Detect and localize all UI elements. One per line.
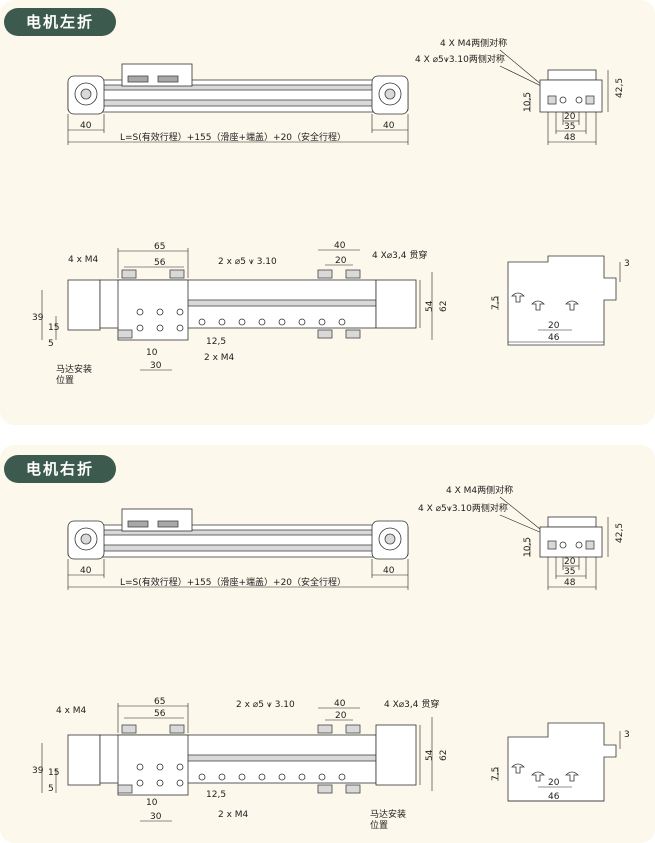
dim-20: 20 xyxy=(564,112,576,122)
dim-20: 20 xyxy=(564,557,576,567)
dim-48: 48 xyxy=(564,578,576,588)
label-through-holes: 4 X⌀3,4 贯穿 xyxy=(384,698,439,710)
section-motor-right: 电机右折 40 40 L=S(有效行程）+155（滑座+端盖）+20（安全行程） xyxy=(0,445,655,843)
dim-right: 40 xyxy=(383,566,395,576)
dim-46: 46 xyxy=(548,792,560,802)
dim-39: 39 xyxy=(32,766,44,776)
dim-40: 40 xyxy=(334,699,346,709)
profile-view: 3 7,5 20 46 xyxy=(491,255,630,346)
dim-5: 5 xyxy=(48,339,54,349)
dim-20-top: 20 xyxy=(335,256,347,266)
side-view: 4 X M4两侧对称 4 X ⌀5⩛3.10两侧对称 42,5 10,5 20 … xyxy=(418,484,625,590)
dim-7-5: 7,5 xyxy=(491,296,501,310)
motor-position-label: 马达安装位置 xyxy=(56,363,92,386)
dim-20-profile: 20 xyxy=(548,321,560,331)
dim-39: 39 xyxy=(32,313,44,323)
dim-40: 40 xyxy=(334,241,346,251)
profile-view: 3 7,5 20 46 xyxy=(491,722,630,802)
dim-56: 56 xyxy=(154,258,166,268)
dim-5: 5 xyxy=(48,784,54,794)
section-title: 电机左折 xyxy=(4,8,116,36)
label-2x5: 2 x ⌀5 ⩛ 3.10 xyxy=(236,700,295,710)
dim-left: 40 xyxy=(80,121,92,131)
dim-10-5: 10,5 xyxy=(523,537,533,557)
dim-height: 42,5 xyxy=(615,78,625,98)
front-view: 4 x M4 65 56 2 x ⌀5 ⩛ 3.10 40 20 4 X⌀3,4… xyxy=(32,241,449,386)
label-m4-both-sides: 4 X M4两侧对称 xyxy=(446,484,513,496)
dim-20-profile: 20 xyxy=(548,778,560,788)
label-2x5: 2 x ⌀5 ⩛ 3.10 xyxy=(218,257,277,267)
dim-right: 40 xyxy=(383,121,395,131)
dim-12-5: 12,5 xyxy=(206,790,226,800)
label-4xm4: 4 x M4 xyxy=(68,255,99,265)
dim-12-5: 12,5 xyxy=(206,337,226,347)
total-length-formula: L=S(有效行程）+155（滑座+端盖）+20（安全行程） xyxy=(120,131,346,143)
section-title: 电机右折 xyxy=(4,455,116,483)
motor-position-label: 马达安装位置 xyxy=(370,808,406,831)
label-2xm4: 2 x M4 xyxy=(218,810,249,820)
top-view: 40 40 L=S(有效行程）+155（滑座+端盖）+20（安全行程） xyxy=(67,508,409,590)
dim-46: 46 xyxy=(548,333,560,343)
dim-7-5: 7,5 xyxy=(491,767,501,781)
dim-15: 15 xyxy=(48,768,59,778)
drawing-motor-right: 40 40 L=S(有效行程）+155（滑座+端盖）+20（安全行程） 4 X … xyxy=(32,484,630,831)
dim-62: 62 xyxy=(439,301,449,312)
label-hole-both-sides: 4 X ⌀5⩛3.10两侧对称 xyxy=(418,502,508,514)
dim-30: 30 xyxy=(150,812,162,822)
dim-54: 54 xyxy=(425,300,435,312)
dim-15: 15 xyxy=(48,323,59,333)
dim-3: 3 xyxy=(624,730,630,740)
dim-10: 10 xyxy=(146,798,158,808)
dim-height: 42,5 xyxy=(615,523,625,543)
drawing-motor-left: 40 40 L=S(有效行程）+155（滑座+端盖）+20（安全行程） 4 X … xyxy=(32,37,630,386)
label-4xm4: 4 x M4 xyxy=(56,706,87,716)
dim-35: 35 xyxy=(564,567,575,577)
label-m4-both-sides: 4 X M4两侧对称 xyxy=(440,37,507,49)
dim-30: 30 xyxy=(150,361,162,371)
label-hole-both-sides: 4 X ⌀5⩛3.10两侧对称 xyxy=(415,53,505,65)
dim-62: 62 xyxy=(439,750,449,761)
front-view: 4 x M4 65 56 2 x ⌀5 ⩛ 3.10 40 20 4 X⌀3,4… xyxy=(32,697,449,831)
side-view: 4 X M4两侧对称 4 X ⌀5⩛3.10两侧对称 42,5 10,5 20 … xyxy=(415,37,625,145)
dim-10: 10 xyxy=(146,348,158,358)
dim-56: 56 xyxy=(154,709,166,719)
dim-54: 54 xyxy=(425,749,435,761)
dim-3: 3 xyxy=(624,259,630,269)
section-motor-left: 电机左折 40 40 L=S(有效行程）+155（滑座+端盖）+20（安全行程） xyxy=(0,0,655,425)
dim-65: 65 xyxy=(154,242,165,252)
dim-left: 40 xyxy=(80,566,92,576)
label-2xm4: 2 x M4 xyxy=(204,353,235,363)
dim-20-top: 20 xyxy=(335,711,347,721)
dim-65: 65 xyxy=(154,697,165,707)
dim-10-5: 10,5 xyxy=(523,92,533,112)
dim-35: 35 xyxy=(564,122,575,132)
total-length-formula: L=S(有效行程）+155（滑座+端盖）+20（安全行程） xyxy=(120,576,346,588)
label-through-holes: 4 X⌀3,4 贯穿 xyxy=(372,249,427,261)
dim-48: 48 xyxy=(564,133,576,143)
top-view: 40 40 L=S(有效行程）+155（滑座+端盖）+20（安全行程） xyxy=(67,63,409,145)
